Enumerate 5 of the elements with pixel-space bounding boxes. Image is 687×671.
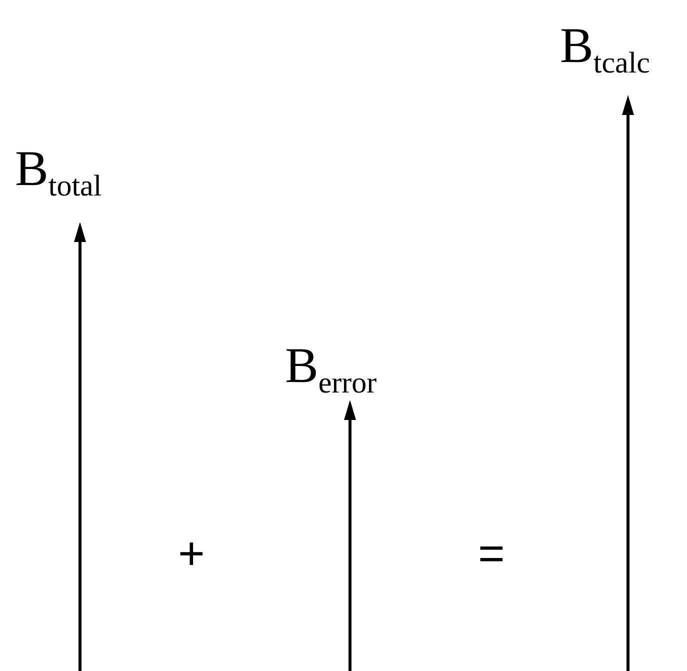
- equals-sign: =: [478, 530, 505, 576]
- vector-label: B$_{tcalc}$: [560, 20, 650, 78]
- plus-sign: +: [178, 530, 205, 576]
- vector-label: B$_{error}$: [285, 340, 377, 398]
- vector-label: B$_{total}$: [15, 143, 102, 202]
